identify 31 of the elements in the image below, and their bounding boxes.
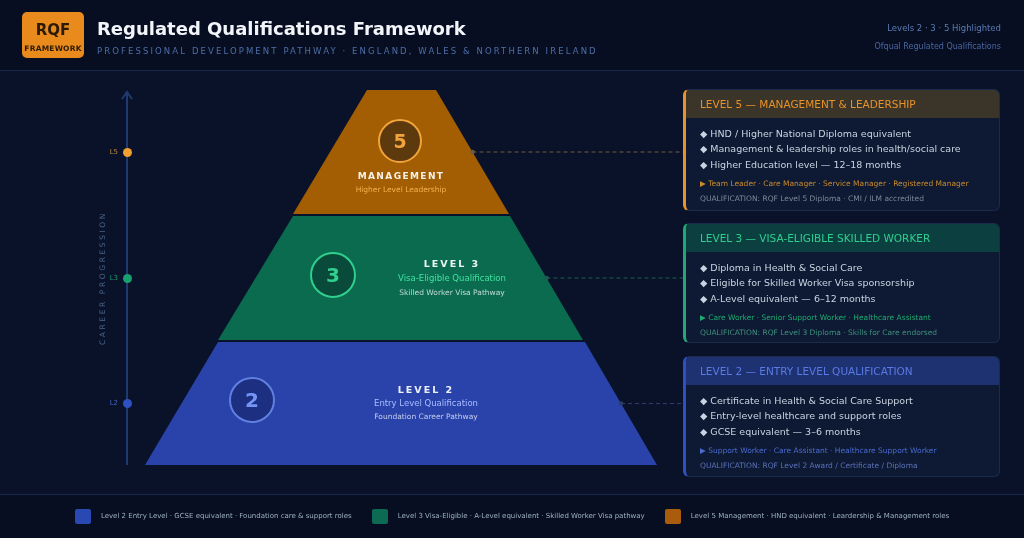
bullet-item: ◆ Certificate in Health & Social Care Support: [700, 393, 914, 408]
info-panel: [683, 89, 1000, 211]
page-title: Regulated Qualifications Framework: [97, 17, 466, 39]
leader-line: [544, 275, 684, 281]
bullet-item: ◆ Higher Education level — 12–18 months: [700, 157, 903, 172]
tier-subtitle: Entry Level Qualification: [374, 398, 478, 408]
level-number-circle: 2: [229, 377, 275, 423]
header-subtitle: PROFESSIONAL DEVELOPMENT PATHWAY · ENGLAND, WALES & NORTHERN IRELAND: [97, 46, 598, 56]
bullet-item: ◆ Entry-level healthcare and support roles: [700, 409, 903, 423]
bullet-item: ◆ Eligible for Skilled Worker Visa sponsorship: [700, 276, 916, 290]
bullet-item: ◆ A-Level equivalent — 6–12 months: [700, 291, 877, 306]
framework-badge: [22, 12, 84, 58]
leader-line: [618, 401, 684, 406]
tier-heading: LEVEL 2: [397, 383, 455, 395]
level-number-circle: 3: [310, 252, 356, 298]
info-panel: [683, 356, 1000, 477]
level-number-circle: 5: [378, 119, 422, 163]
header-note: Levels 2 · 3 · 5 Highlighted: [887, 23, 1001, 33]
panel-heading: LEVEL 3 — VISA-ELIGIBLE SKILLED WORKER: [686, 224, 999, 252]
bullet-item: ◆ GCSE equivalent — 3–6 months: [700, 424, 862, 439]
badge-title: RQF: [35, 21, 71, 39]
panel-heading: LEVEL 2 — ENTRY LEVEL QUALIFICATION: [686, 357, 999, 385]
tier-subtitle: Visa-Eligible Qualification: [398, 273, 506, 283]
bullet-item: ◆ HND / Higher National Diploma equivalent: [700, 126, 913, 141]
tier-heading: LEVEL 3: [423, 257, 481, 269]
info-panel: [683, 223, 1000, 343]
header-note: Ofqual Regulated Qualifications: [874, 41, 1001, 51]
bullet-item: ◆ Management & leadership roles in health/social care: [700, 142, 962, 156]
bullet-item: ◆ Diploma in Health & Social Care: [700, 260, 864, 275]
panel-heading: LEVEL 5 — MANAGEMENT & LEADERSHIP: [686, 90, 999, 118]
tier-heading: MANAGEMENT: [357, 171, 445, 181]
